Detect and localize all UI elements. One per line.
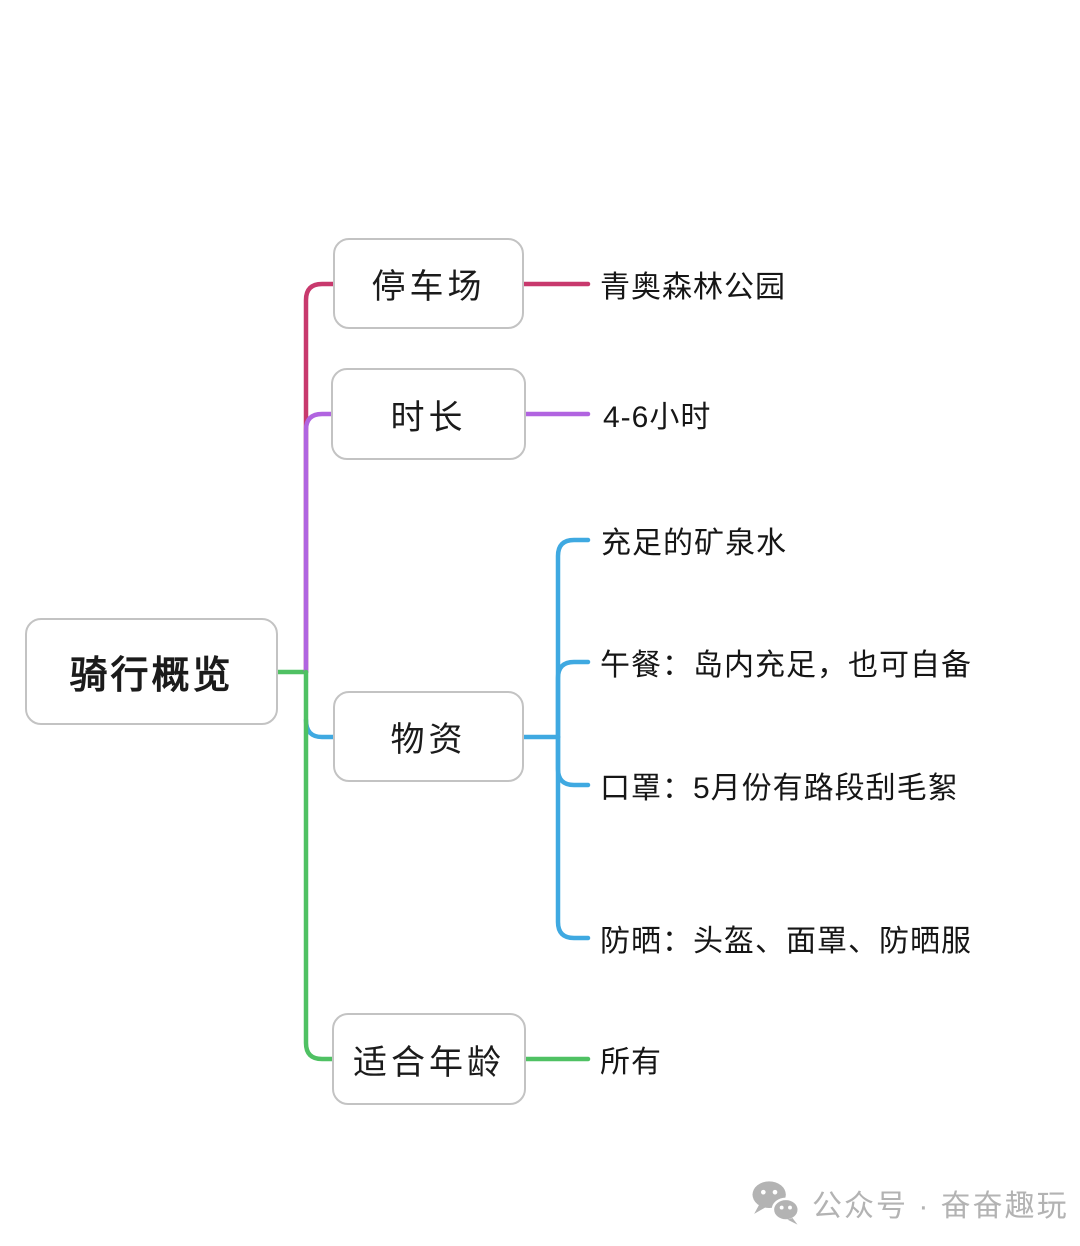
edge-root-to-duration	[303, 411, 335, 675]
leaf-age-all[interactable]: 所有	[600, 1046, 662, 1079]
node-age[interactable]: 适合年龄	[332, 1013, 526, 1105]
edge-supplies-to-leaf-lunch	[555, 659, 591, 740]
leaf-supplies-mask[interactable]: 口罩：5月份有路段刮毛絮	[600, 772, 959, 805]
leaf-parking-location[interactable]: 青奥森林公园	[600, 271, 786, 304]
leaf-duration-hours[interactable]: 4-6小时	[603, 401, 712, 434]
edge-root-to-age	[303, 669, 335, 1062]
wechat-icon	[750, 1180, 800, 1226]
watermark: 公众号 · 奋奋趣玩	[750, 1180, 1069, 1226]
leaf-supplies-water[interactable]: 充足的矿泉水	[601, 527, 787, 560]
node-parking[interactable]: 停车场	[333, 238, 524, 329]
edge-supplies-to-leaf-water	[555, 537, 591, 740]
watermark-text: 公众号 · 奋奋趣玩	[812, 1190, 1069, 1223]
edge-supplies-to-leaf-sun	[555, 734, 591, 941]
node-supplies[interactable]: 物资	[333, 691, 524, 782]
node-duration[interactable]: 时长	[331, 368, 526, 460]
leaf-supplies-sunprotect[interactable]: 防晒：头盔、面罩、防晒服	[600, 925, 972, 958]
edge-root-to-supplies	[303, 717, 336, 740]
node-root[interactable]: 骑行概览	[25, 618, 278, 725]
leaf-supplies-lunch[interactable]: 午餐：岛内充足，也可自备	[600, 649, 972, 682]
edge-root-to-parking	[303, 281, 336, 675]
edge-supplies-to-leaf-mask	[555, 734, 591, 788]
